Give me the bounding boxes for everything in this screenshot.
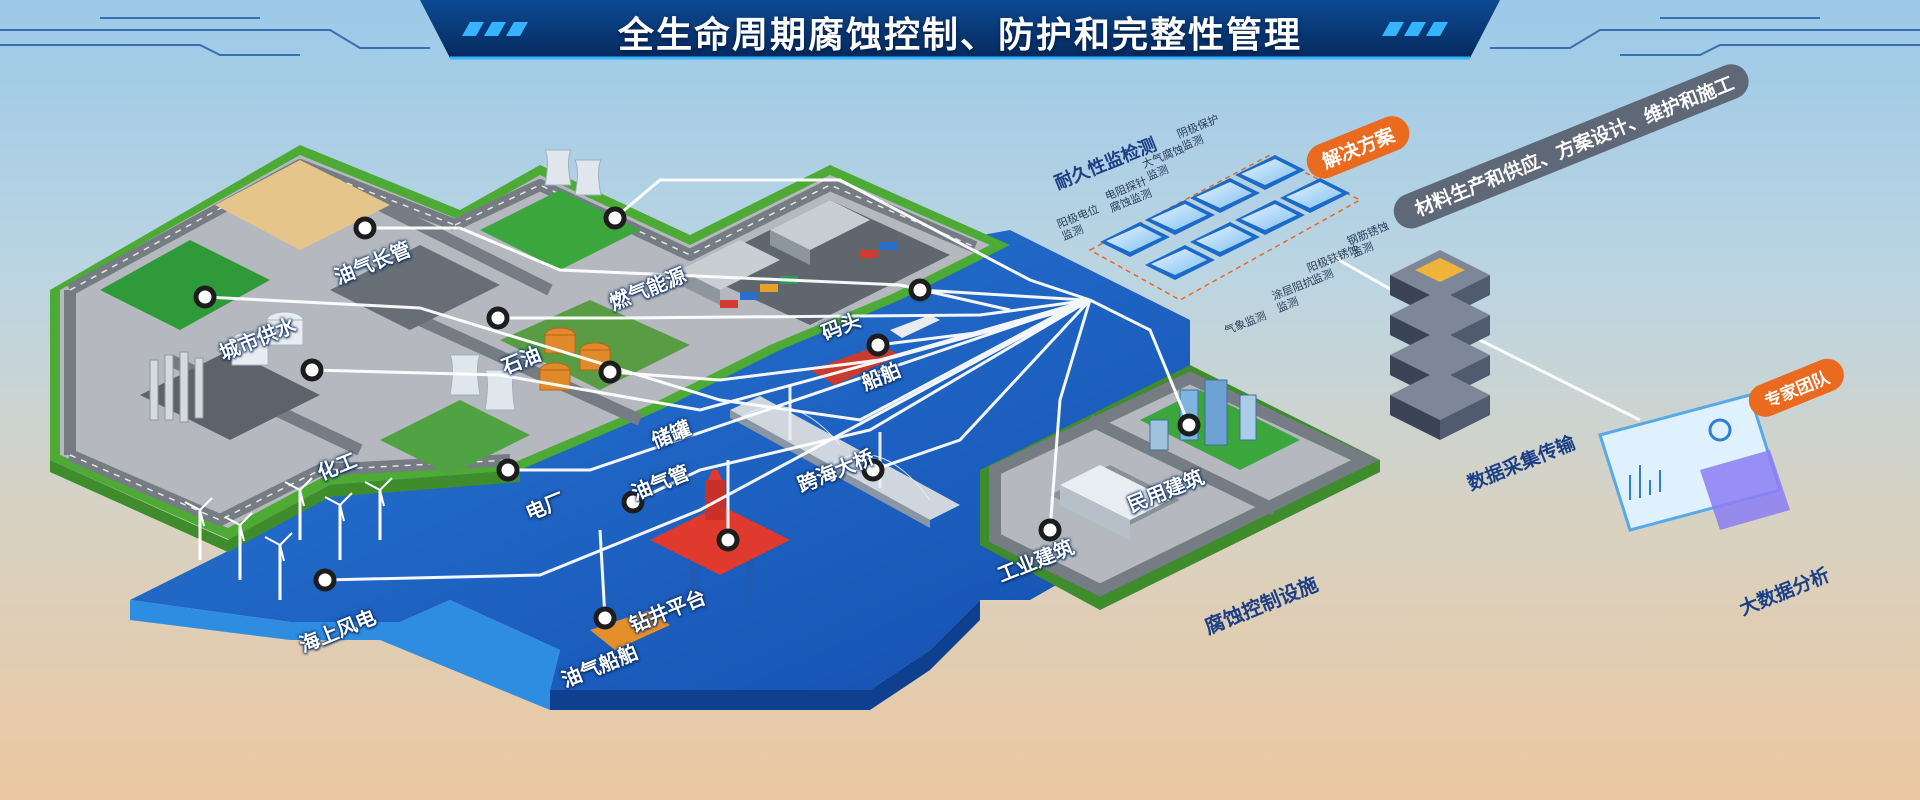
sea	[130, 230, 1190, 710]
buildings	[149, 149, 1257, 650]
analytics-screen	[1598, 393, 1790, 532]
land-right	[980, 365, 1380, 610]
page-title: 全生命周期腐蚀控制、防护和完整性管理	[617, 15, 1302, 56]
title-band	[420, 0, 1500, 60]
header-decoration	[0, 17, 1920, 56]
connection-nodes	[193, 206, 1201, 630]
page-title-band: 全生命周期腐蚀控制、防护和完整性管理	[420, 0, 1500, 60]
server-stack	[1390, 250, 1490, 440]
connection-lines	[204, 178, 1641, 619]
bridge	[730, 385, 960, 528]
monitoring-cluster	[1088, 154, 1362, 301]
